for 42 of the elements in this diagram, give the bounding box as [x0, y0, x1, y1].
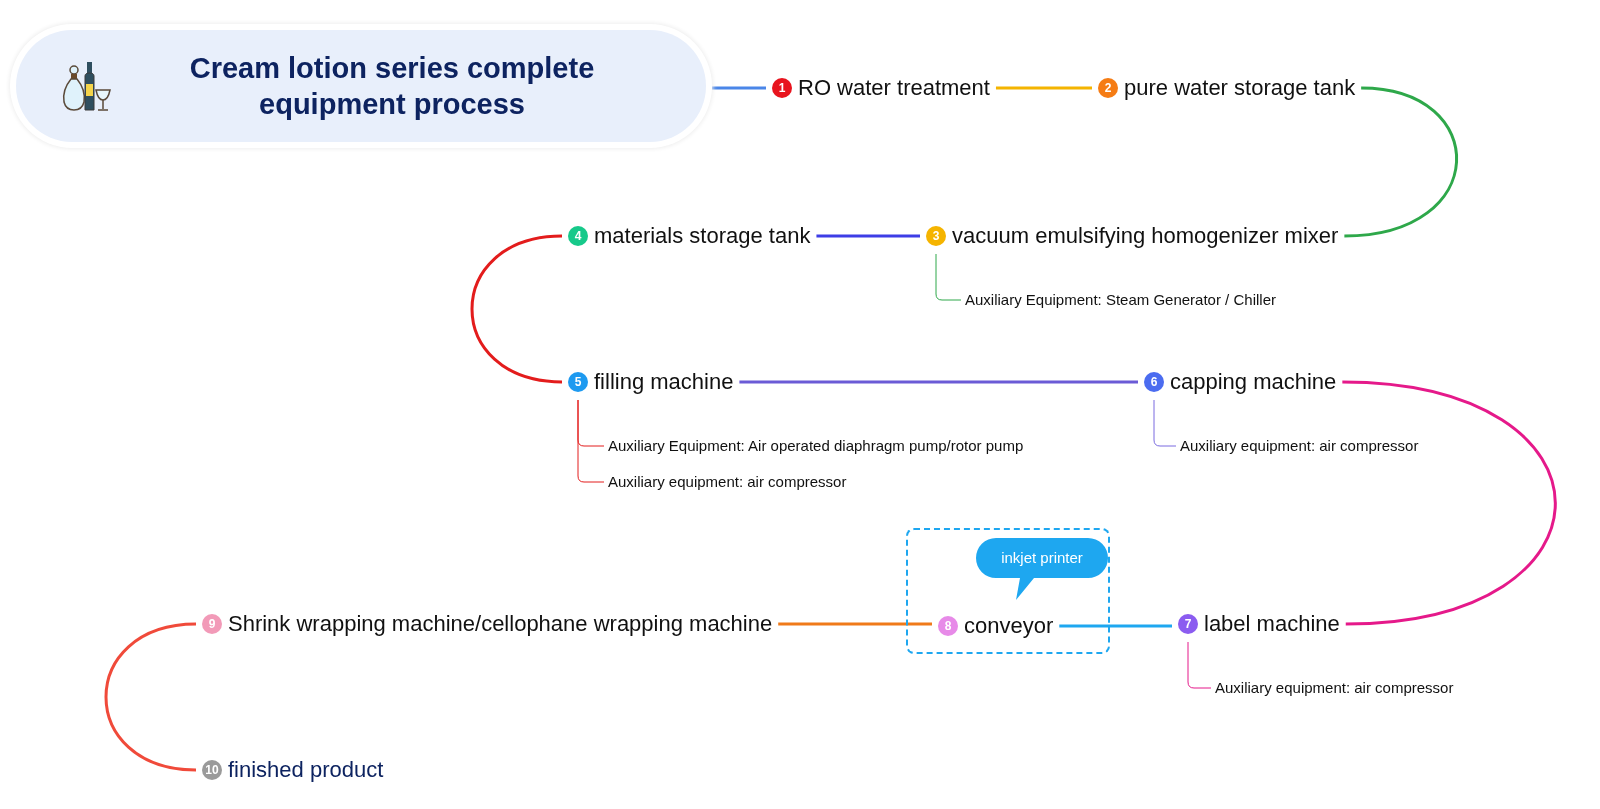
note-text: Auxiliary Equipment: Steam Generator / Chiller	[965, 288, 1276, 312]
step-label: capping machine	[1170, 369, 1337, 395]
connector-line	[712, 86, 766, 90]
step-number-badge: 8	[938, 616, 958, 636]
branch-line	[1187, 641, 1212, 689]
step-number-badge: 9	[202, 614, 222, 634]
dashed-boundary	[906, 528, 1110, 654]
connector-line	[470, 234, 563, 384]
step-label: materials storage tank	[594, 223, 811, 249]
connector-line	[995, 86, 1092, 90]
connector-line	[104, 622, 197, 772]
step-label: RO water treatment	[798, 75, 990, 101]
step-number-badge: 5	[568, 372, 588, 392]
step-number-badge: 10	[202, 760, 222, 780]
step-number-badge: 6	[1144, 372, 1164, 392]
step-label: Shrink wrapping machine/cellophane wrapping machine	[228, 611, 773, 637]
connector-line	[1342, 380, 1557, 626]
note-text: Auxiliary equipment: air compressor	[1215, 676, 1454, 700]
step-label: pure water storage tank	[1124, 75, 1356, 101]
step-number-badge: 1	[772, 78, 792, 98]
title-text: Cream lotion series complete equipment process	[188, 51, 596, 122]
branch-line	[577, 399, 605, 483]
speech-bubble: inkjet printer	[976, 538, 1108, 602]
step-label: conveyor	[964, 613, 1054, 639]
step-label: vacuum emulsifying homogenizer mixer	[952, 223, 1339, 249]
connector-line	[739, 380, 1138, 384]
step-number-badge: 3	[926, 226, 946, 246]
step-label: finished product	[228, 757, 384, 783]
connector-line	[816, 234, 920, 238]
note-text: Auxiliary equipment: air compressor	[608, 470, 847, 494]
connector-line	[1344, 86, 1458, 238]
connector-line	[778, 622, 932, 626]
branch-line	[1153, 399, 1177, 447]
note-text: Auxiliary equipment: air compressor	[1180, 434, 1419, 458]
step-label: filling machine	[594, 369, 734, 395]
step-number-badge: 2	[1098, 78, 1118, 98]
branch-line	[935, 253, 962, 301]
step-label: label machine	[1204, 611, 1340, 637]
note-text: Auxiliary Equipment: Air operated diaphragm pump/rotor pump	[608, 434, 1024, 458]
step-number-badge: 4	[568, 226, 588, 246]
connector-line	[1059, 624, 1172, 628]
step-number-badge: 7	[1178, 614, 1198, 634]
